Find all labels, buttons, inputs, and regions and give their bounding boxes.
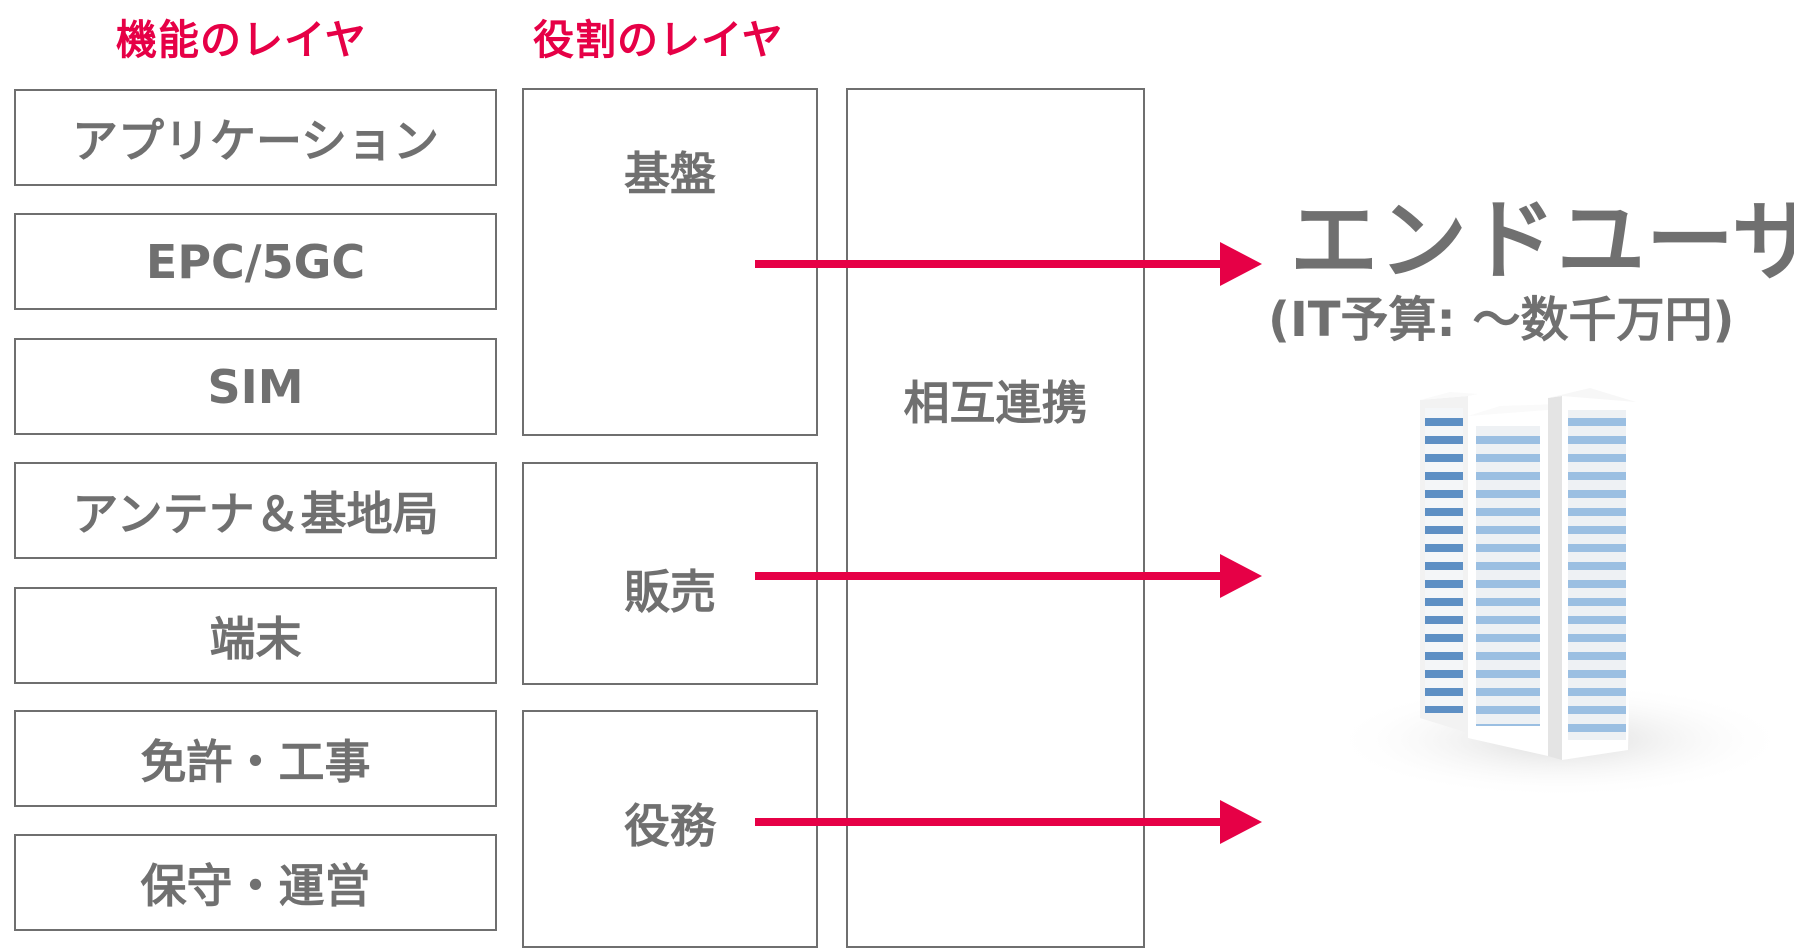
integration-label: 相互連携 [903,376,1088,430]
role-layer-box-services: 役務 [522,710,818,948]
function-layer-box-epc-5gc: EPC/5GC [14,213,497,310]
office-building-icon [1300,378,1790,802]
function-layer-label: アンテナ＆基地局 [72,486,439,541]
role-layer-label: 販売 [624,564,716,619]
function-layer-header: 機能のレイヤ [116,16,367,64]
end-user-title: エンドユーザ [1290,189,1794,292]
function-layer-label: SIM [207,359,304,414]
integration-column: 相互連携 [846,88,1145,948]
function-layer-label: 端末 [209,611,302,666]
role-layer-header: 役割のレイヤ [533,16,784,64]
function-layer-label: EPC/5GC [145,234,366,289]
role-layer-label: 基盤 [624,147,716,201]
role-layer-label: 役務 [624,799,716,853]
end-user-budget: (IT予算: ～数千万円) [1268,292,1735,348]
function-layer-box-maintenance-operation: 保守・運営 [14,834,497,931]
function-layer-box-application: アプリケーション [14,89,497,186]
function-layer-box-antenna-base-station: アンテナ＆基地局 [14,462,497,559]
function-layer-label: 免許・工事 [140,734,371,789]
function-layer-label: 保守・運営 [140,858,371,913]
function-layer-box-sim: SIM [14,338,497,435]
function-layer-label: アプリケーション [71,113,440,168]
function-layer-box-license-construction: 免許・工事 [14,710,497,807]
function-layer-box-terminal: 端末 [14,587,497,684]
